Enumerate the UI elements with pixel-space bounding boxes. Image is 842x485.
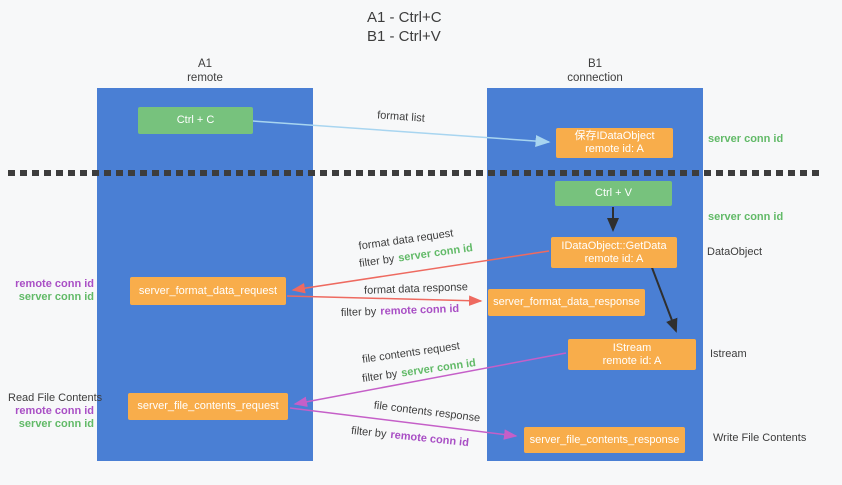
istream-line2: remote id: A: [602, 354, 662, 367]
istream-line1: IStream: [612, 341, 652, 354]
node-server-format-data-response: server_format_data_response: [488, 289, 645, 316]
title-line-1: A1 - Ctrl+C: [367, 9, 442, 26]
b1-name: B1: [587, 58, 603, 70]
getdata-line1: IDataObject::GetData: [561, 239, 667, 252]
machine-boundary-dotted-line: [8, 170, 824, 176]
b1-subtitle: connection: [567, 72, 623, 84]
remote-conn-id-text: remote conn id: [389, 428, 470, 450]
read-file-contents-label: Read File Contents: [8, 392, 103, 404]
format-request-label: server_format_data_request: [138, 284, 278, 297]
getdata-line2: remote id: A: [584, 252, 644, 265]
edge-label-file-contents-response: file contents response: [373, 399, 481, 425]
annotation-istream: Istream: [710, 348, 747, 360]
annotation-read-file-contents: Read File Contents remote conn id server…: [8, 392, 103, 431]
remote-conn-id-label: remote conn id: [15, 405, 94, 417]
node-istream: IStream remote id: A: [568, 339, 696, 370]
filter-by-text: filter by: [350, 424, 388, 441]
diagram-title: A1 - Ctrl+C B1 - Ctrl+V: [367, 8, 442, 46]
node-server-file-contents-response: server_file_contents_response: [524, 427, 685, 453]
ctrl-c-label: Ctrl + C: [176, 114, 215, 126]
server-conn-id-label: server conn id: [18, 291, 94, 303]
filter-by-text: filter by: [361, 368, 399, 385]
node-save-idataobject: 保存IDataObject remote id: A: [556, 128, 673, 158]
format-response-label: server_format_data_response: [493, 296, 640, 308]
arrow-format-data-response: [286, 295, 483, 306]
save-idataobject-line1: 保存IDataObject: [574, 130, 655, 142]
remote-conn-id-label: remote conn id: [15, 278, 94, 290]
ctrl-v-label: Ctrl + V: [595, 187, 632, 199]
annotation-conn-ids-format: remote conn id server conn id: [8, 278, 94, 304]
node-server-file-contents-request: server_file_contents_request: [128, 393, 288, 420]
remote-conn-id-text: remote conn id: [380, 302, 460, 318]
annotation-dataobject: DataObject: [707, 246, 763, 258]
node-getdata: IDataObject::GetData remote id: A: [551, 237, 677, 268]
annotation-server-conn-id-top: server conn id: [708, 133, 784, 145]
save-idataobject-line2: remote id: A: [585, 143, 644, 155]
node-ctrl-v: Ctrl + V: [555, 181, 672, 206]
server-conn-id-label: server conn id: [18, 418, 94, 430]
file-response-label: server_file_contents_response: [529, 433, 680, 446]
node-ctrl-c: Ctrl + C: [138, 107, 253, 134]
edge-label-format-data-response: format data response: [363, 281, 469, 297]
server-conn-id-text: server conn id: [400, 357, 477, 380]
file-request-label: server_file_contents_request: [137, 400, 279, 412]
edge-label-format-list: format list: [376, 109, 426, 125]
column-header-a1: A1 remote: [97, 57, 313, 85]
filter-by-text: filter by: [358, 253, 396, 270]
a1-name: A1: [197, 58, 213, 70]
annotation-write-file-contents: Write File Contents: [713, 432, 807, 444]
a1-subtitle: remote: [187, 72, 223, 84]
title-line-2: B1 - Ctrl+V: [367, 28, 441, 45]
column-header-b1: B1 connection: [487, 57, 703, 85]
node-server-format-data-request: server_format_data_request: [130, 277, 286, 305]
filter-by-text: filter by: [340, 305, 377, 320]
annotation-server-conn-id-mid: server conn id: [708, 211, 784, 223]
